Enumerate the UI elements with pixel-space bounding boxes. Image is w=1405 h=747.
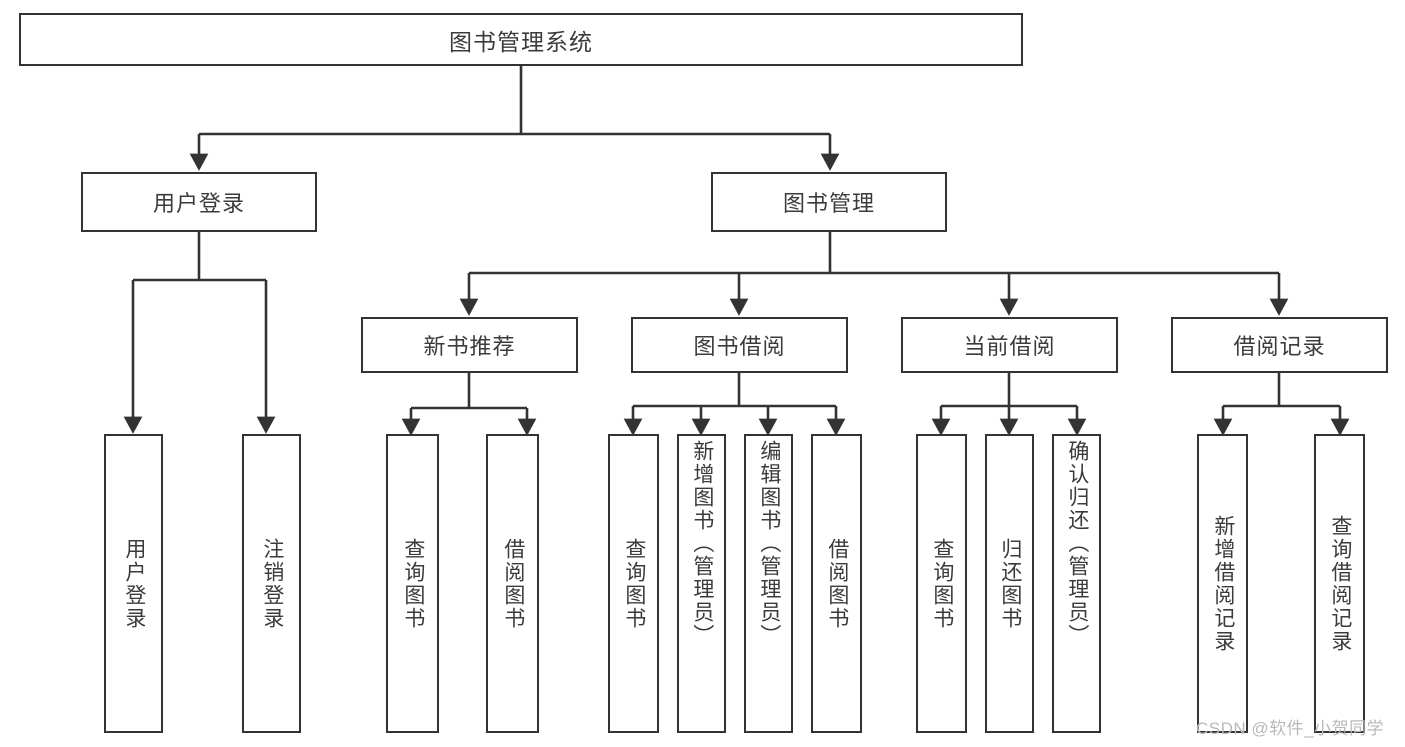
node-book-management[interactable]: 图书管理 (711, 172, 947, 232)
leaf-book-borrow-edit-book[interactable]: 编辑图书（管理员） (744, 434, 793, 733)
node-book-borrow[interactable]: 图书借阅 (631, 317, 848, 373)
leaf-label: 查询借阅记录 (1328, 514, 1352, 653)
node-user-login[interactable]: 用户登录 (81, 172, 317, 232)
node-borrow-record-label: 借阅记录 (1233, 334, 1326, 359)
leaf-label: 借阅图书 (501, 537, 525, 630)
leaf-new-book-borrow-book[interactable]: 借阅图书 (486, 434, 539, 733)
node-new-book-recommend[interactable]: 新书推荐 (361, 317, 578, 373)
leaf-book-borrow-query-book[interactable]: 查询图书 (608, 434, 659, 733)
node-current-borrow[interactable]: 当前借阅 (901, 317, 1118, 373)
leaf-current-borrow-query-book[interactable]: 查询图书 (916, 434, 967, 733)
leaf-borrow-record-query-record[interactable]: 查询借阅记录 (1314, 434, 1365, 733)
leaf-label: 查询图书 (401, 537, 425, 630)
leaf-book-borrow-add-book[interactable]: 新增图书（管理员） (677, 434, 726, 733)
leaf-label: 新增借阅记录 (1211, 514, 1235, 653)
leaf-user-login-login[interactable]: 用户登录 (104, 434, 163, 733)
leaf-label: 编辑图书（管理员） (757, 440, 781, 647)
node-book-borrow-label: 图书借阅 (693, 334, 786, 359)
watermark: CSDN @软件_小贺同学 (1196, 719, 1385, 738)
leaf-label: 借阅图书 (825, 537, 849, 630)
leaf-label: 新增图书（管理员） (690, 440, 714, 647)
leaf-label: 查询图书 (622, 537, 646, 630)
node-user-login-label: 用户登录 (152, 191, 245, 216)
leaf-current-borrow-return-book[interactable]: 归还图书 (985, 434, 1034, 733)
node-root[interactable]: 图书管理系统 (19, 13, 1023, 66)
leaf-label: 确认归还（管理员） (1065, 440, 1089, 647)
leaf-current-borrow-confirm-return[interactable]: 确认归还（管理员） (1052, 434, 1101, 733)
leaf-new-book-query-book[interactable]: 查询图书 (386, 434, 439, 733)
leaf-label: 查询图书 (930, 537, 954, 630)
node-book-management-label: 图书管理 (782, 191, 875, 216)
node-new-book-recommend-label: 新书推荐 (423, 334, 516, 359)
leaf-borrow-record-add-record[interactable]: 新增借阅记录 (1197, 434, 1248, 733)
node-root-label: 图书管理系统 (449, 28, 593, 55)
leaf-book-borrow-borrow-book[interactable]: 借阅图书 (811, 434, 862, 733)
node-borrow-record[interactable]: 借阅记录 (1171, 317, 1388, 373)
leaf-user-login-logout[interactable]: 注销登录 (242, 434, 301, 733)
leaf-label: 归还图书 (998, 537, 1022, 630)
leaf-label: 用户登录 (122, 537, 146, 630)
node-current-borrow-label: 当前借阅 (963, 334, 1056, 359)
leaf-label: 注销登录 (260, 537, 284, 630)
